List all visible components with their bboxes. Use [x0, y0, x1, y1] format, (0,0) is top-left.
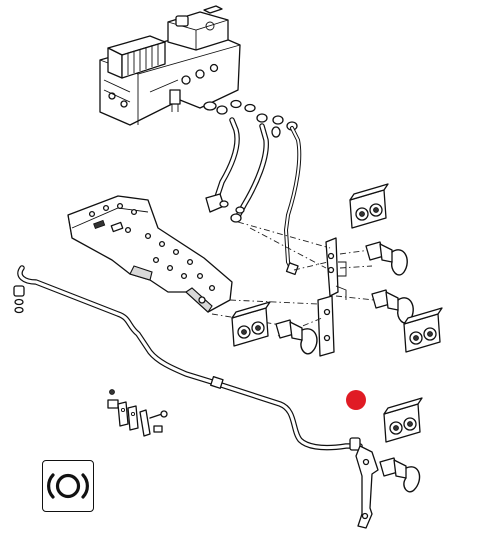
- lower-bracket-icon[interactable]: [355, 445, 379, 529]
- fitting-set-upper[interactable]: [203, 99, 298, 131]
- fastener-set-icon[interactable]: [107, 389, 168, 437]
- coupler-bracket-icon[interactable]: [317, 237, 347, 357]
- control-valve-block-icon[interactable]: [99, 5, 241, 126]
- mounting-plate-icon[interactable]: [67, 195, 233, 313]
- dust-cap-lower-right[interactable]: [383, 397, 423, 443]
- dust-cap-icon[interactable]: [231, 183, 443, 443]
- long-brake-pipe-icon[interactable]: [13, 265, 363, 451]
- hydraulic-line-assembly-icon[interactable]: [205, 117, 302, 276]
- dust-cap-top-right[interactable]: [349, 183, 389, 229]
- brake-circle-glyph: [47, 473, 89, 499]
- brake-symbol-icon: [42, 460, 94, 512]
- dust-cap-left[interactable]: [231, 301, 271, 347]
- quick-coupler-icon[interactable]: [275, 241, 421, 493]
- highlight-marker[interactable]: [346, 390, 366, 410]
- dust-cap-right[interactable]: [403, 307, 443, 353]
